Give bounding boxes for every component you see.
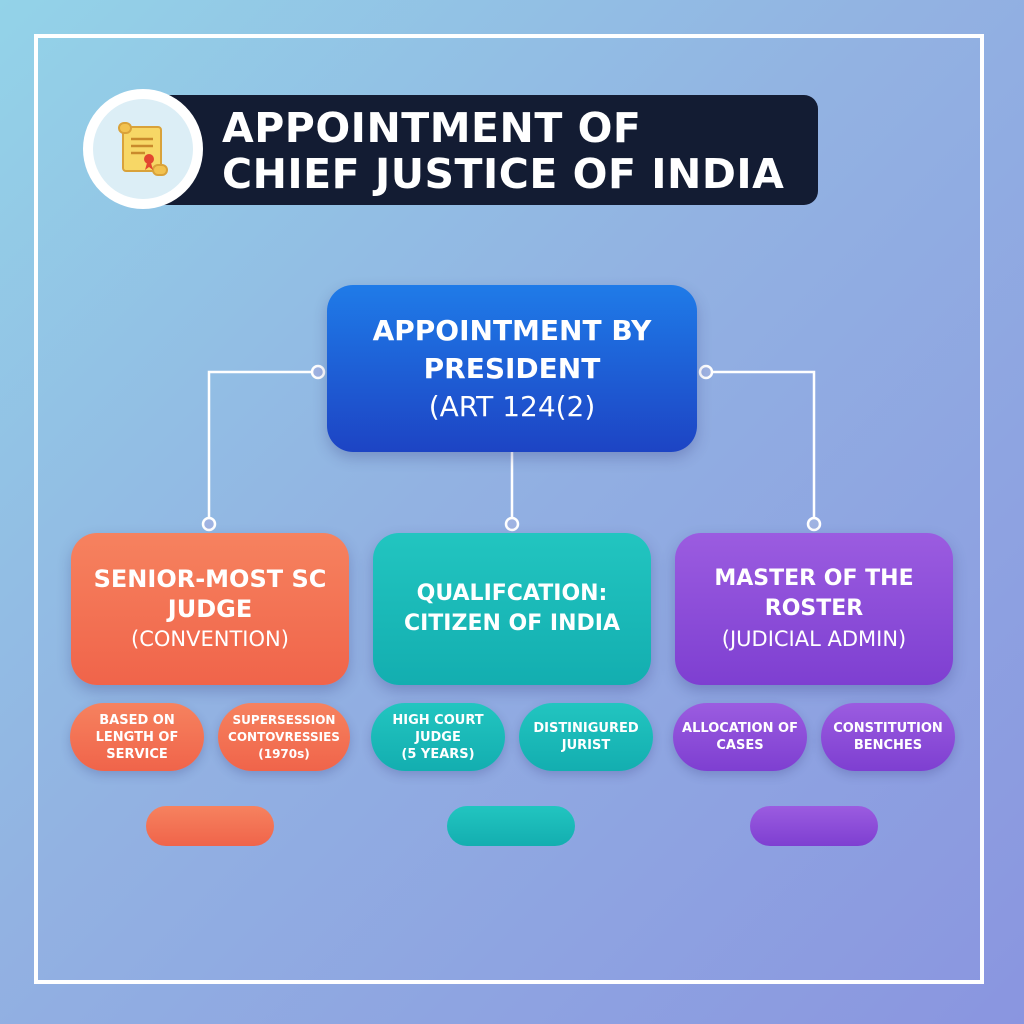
- empty-bar-orange: [146, 806, 274, 846]
- node-line: MASTER OF THE: [714, 566, 914, 591]
- node-line: CITIZEN OF INDIA: [403, 611, 621, 636]
- node-line: ROSTER: [764, 596, 864, 621]
- connector-left: [207, 370, 318, 524]
- outer-frame: [34, 34, 984, 984]
- title-badge: [83, 89, 203, 209]
- empty-bar-purple: [750, 806, 878, 846]
- pill-based-on-length-of-service: BASED ON LENGTH OF SERVICE: [70, 703, 204, 771]
- connector-right: [706, 370, 816, 524]
- connector-dot: [698, 364, 714, 380]
- pill-constitution-benches: CONSTITUTION BENCHES: [821, 703, 955, 771]
- node-line: PRESIDENT: [423, 351, 601, 385]
- pill-allocation-of-cases: ALLOCATION OF CASES: [673, 703, 807, 771]
- title-bar: APPOINTMENT OF CHIEF JUSTICE OF INDIA: [140, 95, 818, 205]
- node-appointment-by-president: APPOINTMENT BY PRESIDENT (ART 124(2): [327, 285, 697, 452]
- node-line: SENIOR-MOST SC: [93, 565, 327, 593]
- node-line: APPOINTMENT BY: [372, 313, 652, 347]
- node-line: (ART 124(2): [428, 389, 596, 423]
- pill-distinguished-jurist: DISTINIGURED JURIST: [519, 703, 653, 771]
- connector-dot: [310, 364, 326, 380]
- node-senior-most-judge: SENIOR-MOST SC JUDGE (CONVENTION): [71, 533, 349, 685]
- connector-dot: [504, 516, 520, 532]
- title-line-2: CHIEF JUSTICE OF INDIA: [222, 150, 785, 198]
- node-qualification: QUALIFCATION: CITIZEN OF INDIA: [373, 533, 651, 685]
- node-line: QUALIFCATION:: [416, 581, 608, 606]
- connector-dot: [201, 516, 217, 532]
- node-line: JUDGE: [167, 595, 253, 623]
- empty-bar-teal: [447, 806, 575, 846]
- scroll-icon: [118, 122, 168, 176]
- pill-high-court-judge: HIGH COURT JUDGE (5 YEARS): [371, 703, 505, 771]
- node-master-of-roster: MASTER OF THE ROSTER (JUDICIAL ADMIN): [675, 533, 953, 685]
- connector-dot: [806, 516, 822, 532]
- pill-supersession-controversies: SUPERSESSION CONTOVRESSIES (1970s): [218, 703, 350, 771]
- title-line-1: APPOINTMENT OF: [222, 104, 642, 152]
- node-line: (CONVENTION): [131, 627, 289, 651]
- node-line: (JUDICIAL ADMIN): [721, 627, 907, 651]
